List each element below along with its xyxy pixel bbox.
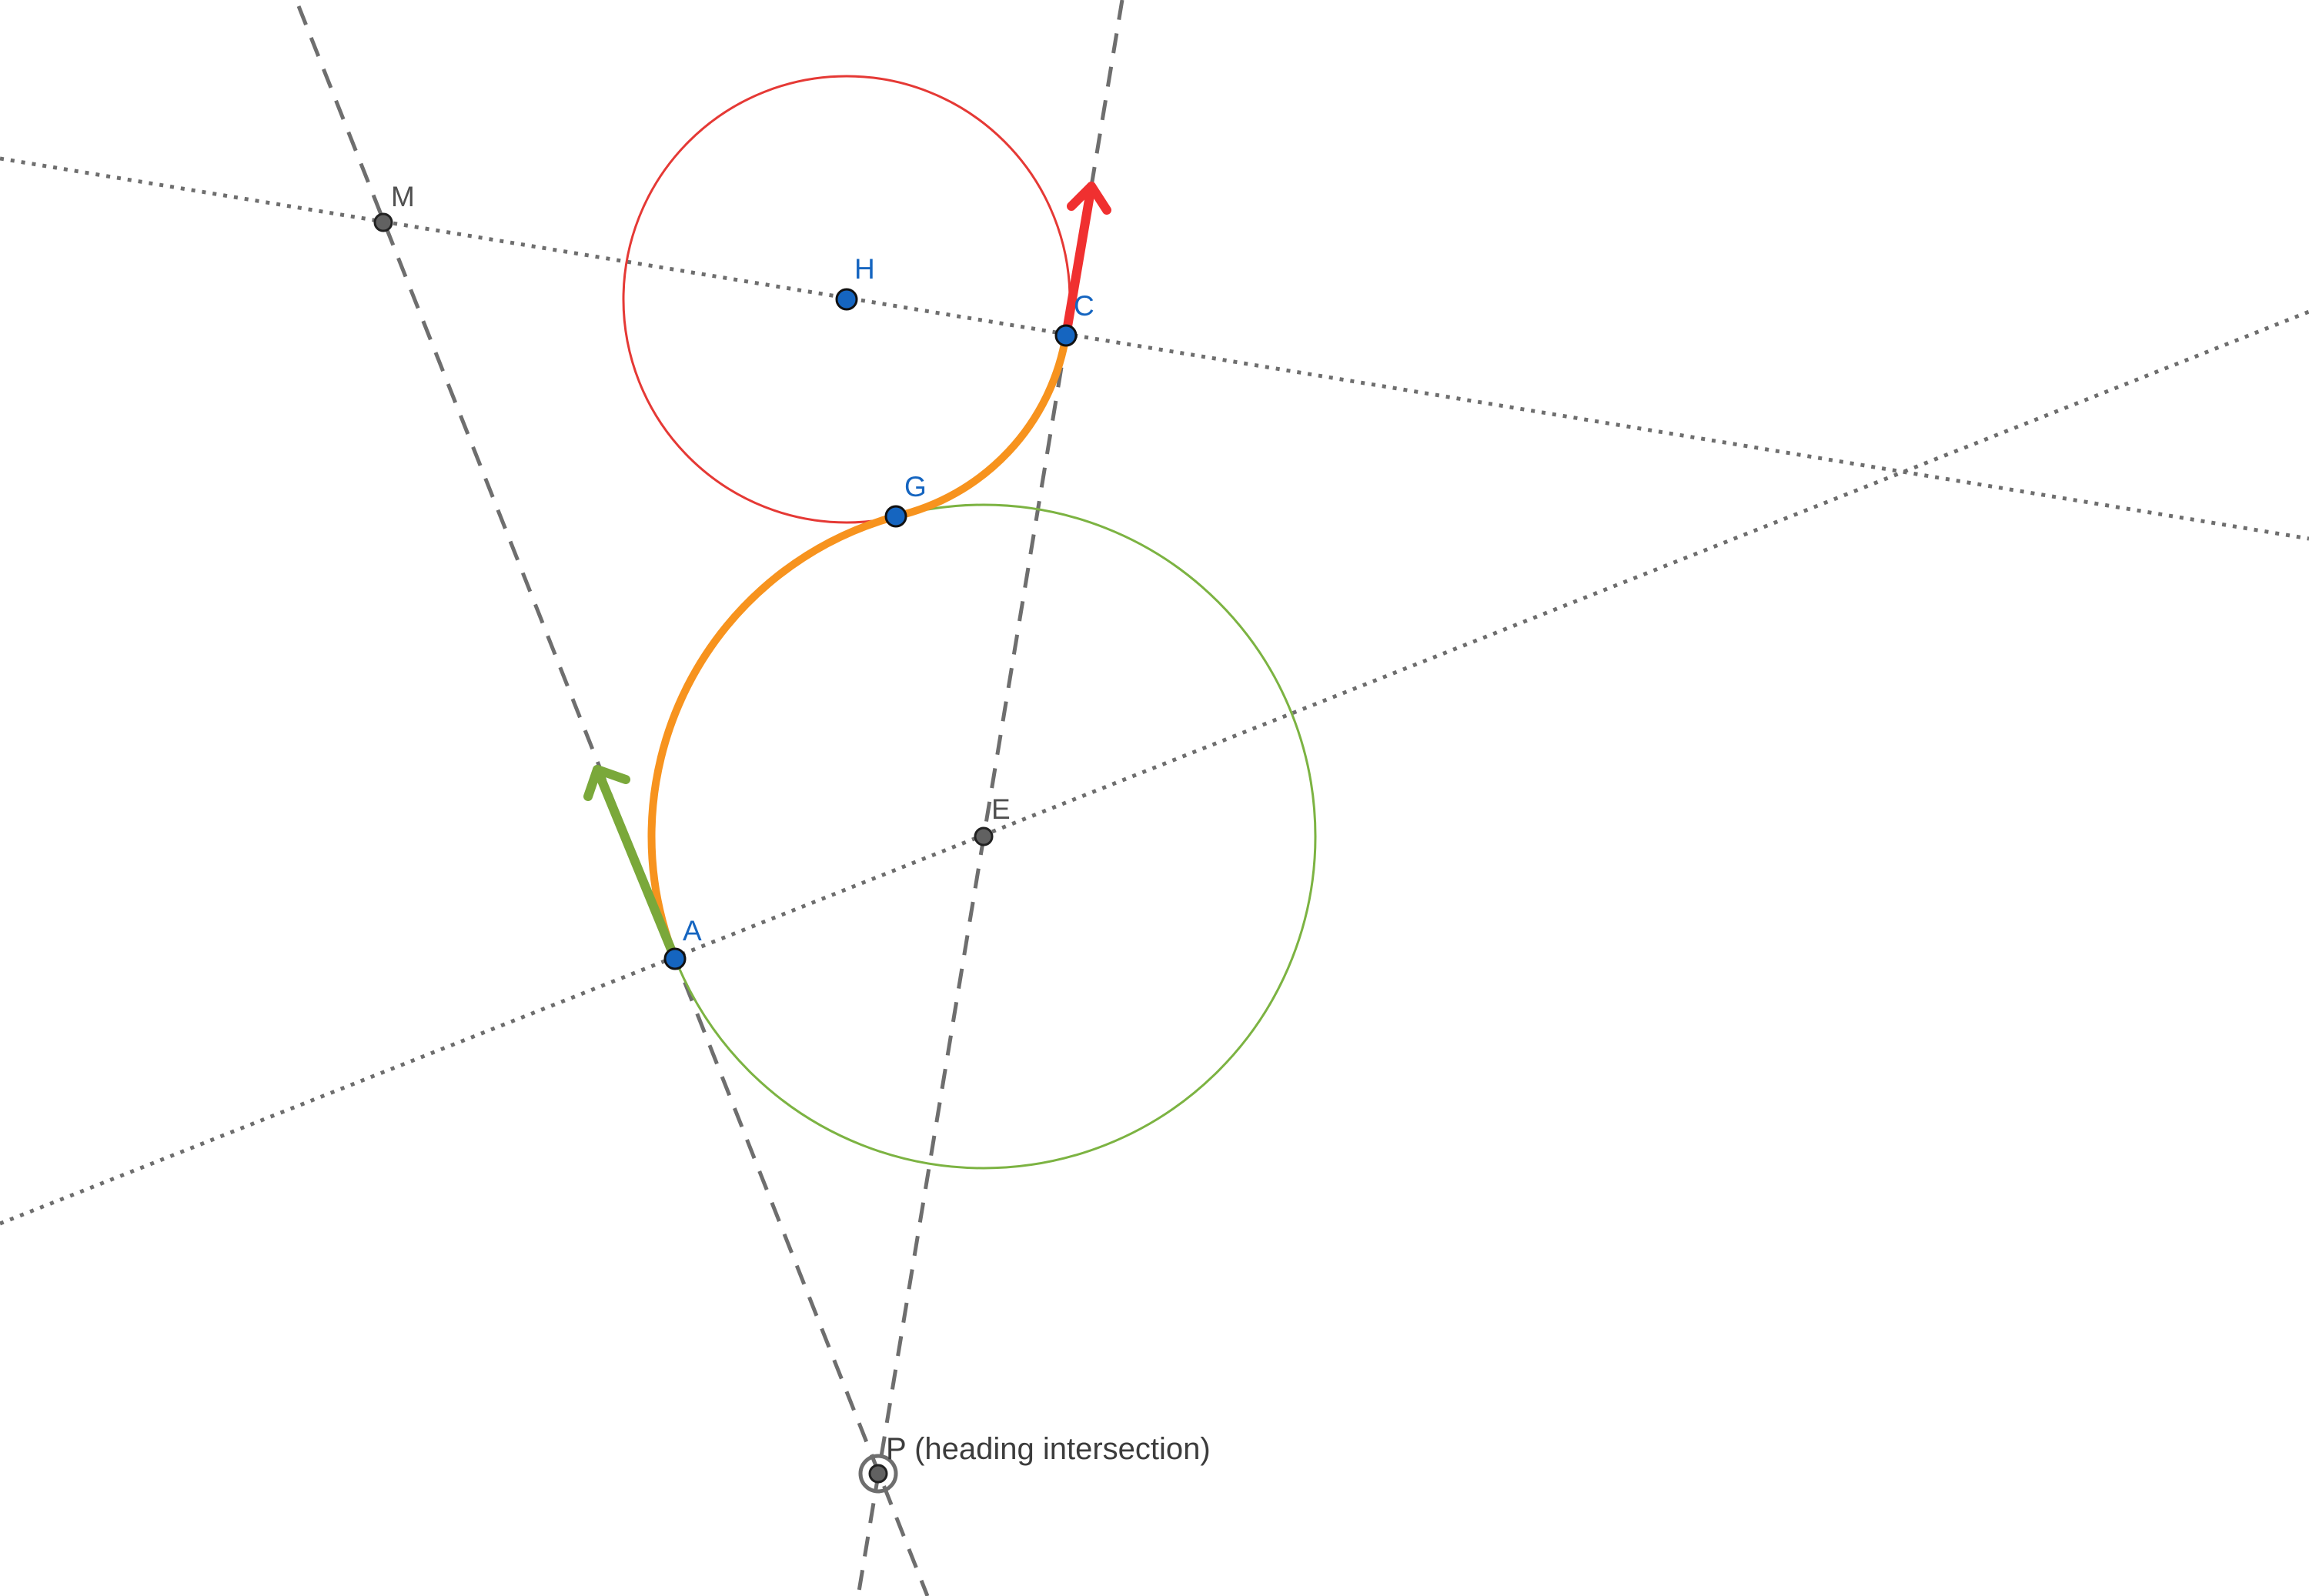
label-c: C bbox=[1074, 290, 1094, 322]
point-a[interactable] bbox=[663, 947, 687, 970]
label-g: G bbox=[904, 471, 927, 503]
heading-vector-c[interactable] bbox=[1061, 182, 1111, 340]
point-p[interactable] bbox=[858, 1454, 898, 1494]
label-e: E bbox=[991, 793, 1011, 825]
heading-vector-a[interactable] bbox=[583, 765, 680, 963]
label-p: P (heading intersection) bbox=[886, 1432, 1211, 1466]
point-g[interactable] bbox=[884, 505, 907, 528]
line-through-m-h-c[interactable] bbox=[0, 156, 2309, 541]
point-h[interactable] bbox=[835, 288, 858, 311]
point-m[interactable] bbox=[373, 212, 393, 232]
label-a: A bbox=[683, 915, 702, 947]
path-arc-a-to-g[interactable] bbox=[647, 513, 900, 963]
line-through-a-e[interactable] bbox=[0, 309, 2309, 1226]
point-c[interactable] bbox=[1054, 324, 1078, 347]
label-h: H bbox=[854, 253, 875, 285]
label-m: M bbox=[391, 181, 415, 212]
path-arc-g-to-c[interactable] bbox=[892, 332, 1070, 520]
point-e[interactable] bbox=[974, 826, 994, 846]
